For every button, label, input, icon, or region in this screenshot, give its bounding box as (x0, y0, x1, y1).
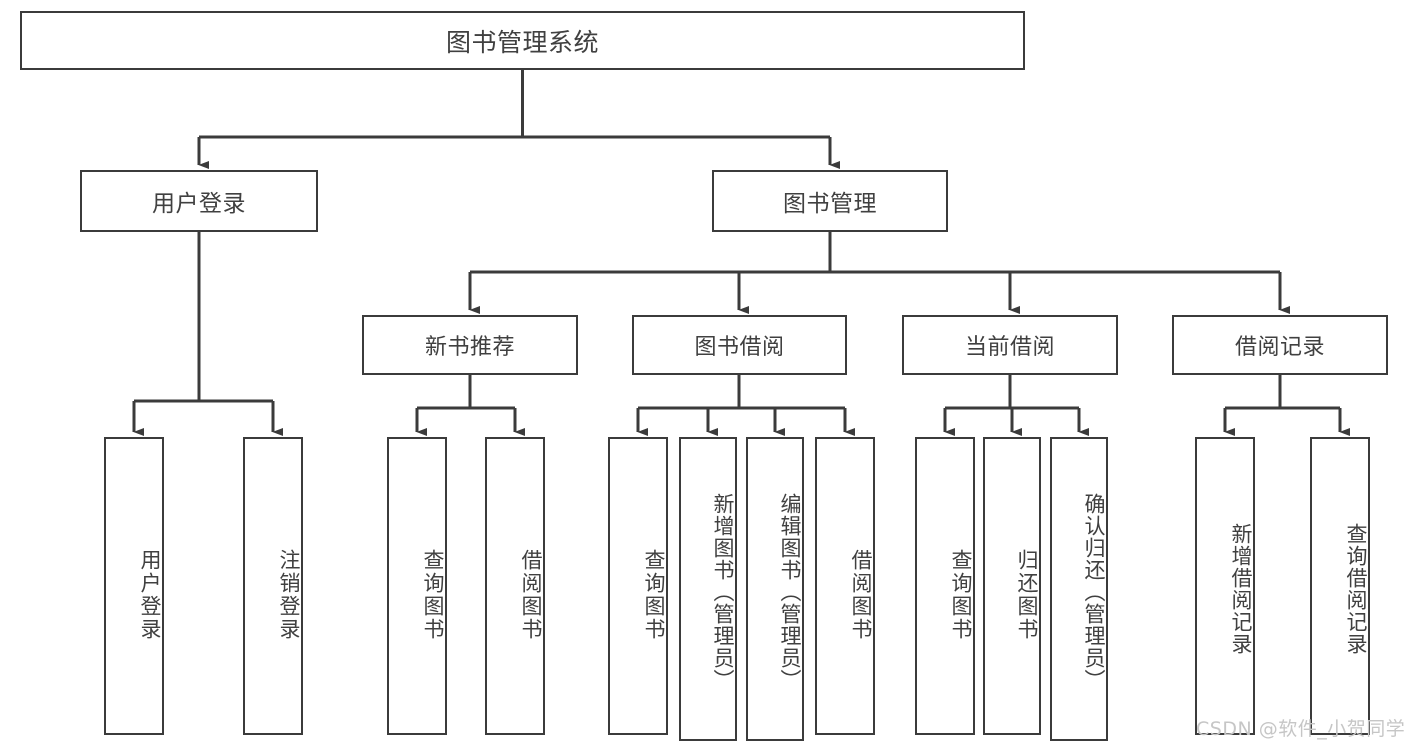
node-label: 新书推荐 (424, 335, 515, 360)
leaf-new-book-borrow[interactable]: 借阅图书 (485, 437, 545, 735)
node-label: 查询借阅记录 (1344, 523, 1368, 655)
node-current-borrow[interactable]: 当前借阅 (902, 315, 1118, 375)
node-label: 借阅图书 (519, 549, 543, 641)
node-label: 当前借阅 (964, 335, 1055, 360)
node-label: 图书借阅 (694, 335, 785, 360)
node-user-login[interactable]: 用户登录 (80, 170, 318, 232)
leaf-new-book-query[interactable]: 查询图书 (387, 437, 447, 735)
node-label: 借阅图书 (849, 549, 873, 641)
node-book-management[interactable]: 图书管理 (712, 170, 948, 232)
leaf-borrow-add-book-admin[interactable]: 新增图书（管理员） (679, 437, 737, 741)
node-new-book-recommend[interactable]: 新书推荐 (362, 315, 578, 375)
leaf-current-return-book[interactable]: 归还图书 (983, 437, 1041, 735)
leaf-user-logout[interactable]: 注销登录 (243, 437, 303, 735)
node-label: 图书管理系统 (445, 27, 599, 57)
node-label: 编辑图书（管理员） (778, 493, 802, 691)
leaf-record-add[interactable]: 新增借阅记录 (1195, 437, 1255, 735)
leaf-current-confirm-return-admin[interactable]: 确认归还（管理员） (1050, 437, 1108, 741)
leaf-borrow-borrow-book[interactable]: 借阅图书 (815, 437, 875, 735)
leaf-current-query-book[interactable]: 查询图书 (915, 437, 975, 735)
node-borrow-record[interactable]: 借阅记录 (1172, 315, 1388, 375)
node-label: 新增图书（管理员） (711, 493, 735, 691)
node-root-system[interactable]: 图书管理系统 (20, 11, 1025, 70)
node-label: 借阅记录 (1234, 335, 1325, 360)
node-label: 查询图书 (421, 549, 445, 641)
leaf-borrow-edit-book-admin[interactable]: 编辑图书（管理员） (746, 437, 804, 741)
leaf-user-login[interactable]: 用户登录 (104, 437, 164, 735)
leaf-record-query[interactable]: 查询借阅记录 (1310, 437, 1370, 735)
csdn-watermark: CSDN @软件_小贺同学 (1196, 718, 1405, 740)
node-book-borrow[interactable]: 图书借阅 (632, 315, 847, 375)
node-label: 用户登录 (152, 191, 246, 217)
node-label: 确认归还（管理员） (1082, 493, 1106, 691)
node-label: 查询图书 (949, 549, 973, 641)
node-label: 图书管理 (783, 191, 877, 217)
node-label: 查询图书 (642, 549, 666, 641)
node-label: 新增借阅记录 (1229, 523, 1253, 655)
node-label: 归还图书 (1015, 549, 1039, 641)
node-label: 用户登录 (138, 549, 162, 641)
leaf-borrow-query-book[interactable]: 查询图书 (608, 437, 668, 735)
node-label: 注销登录 (277, 549, 301, 641)
